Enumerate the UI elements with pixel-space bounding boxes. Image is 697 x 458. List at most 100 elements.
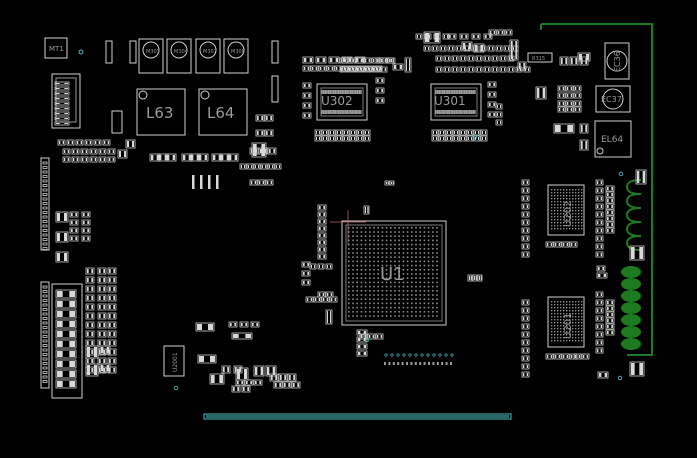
smd-part — [109, 269, 111, 273]
smd-part — [42, 188, 48, 192]
bga-ball — [356, 239, 358, 242]
smd-part — [457, 137, 458, 140]
bga-ball — [394, 306, 396, 309]
u1-label: U1 — [380, 264, 405, 285]
smd-part — [461, 131, 462, 134]
smd-part — [332, 110, 335, 114]
smd-part — [255, 381, 257, 384]
smd-part — [107, 267, 117, 275]
smd-part — [445, 129, 453, 136]
smd-part — [375, 77, 385, 84]
bga-ball — [394, 239, 396, 242]
smd-part — [349, 68, 351, 71]
bga-ball — [415, 260, 417, 263]
smd-part — [69, 311, 75, 317]
smd-part — [438, 90, 440, 94]
smd-part — [291, 381, 301, 389]
smd-part — [557, 207, 559, 209]
smd-part — [489, 83, 491, 86]
bga-ball — [398, 260, 400, 263]
smd-part — [75, 139, 84, 146]
smd-part — [42, 312, 48, 316]
smd-part — [436, 137, 437, 140]
smd-part — [55, 359, 77, 369]
bga-ball — [394, 302, 396, 305]
smd-part — [578, 301, 580, 303]
smd-part — [581, 325, 583, 327]
smd-part — [234, 323, 236, 326]
bga-ball — [377, 269, 379, 271]
smd-part — [551, 210, 553, 212]
smd-part — [337, 131, 338, 134]
smd-part — [579, 139, 589, 151]
smd-part — [231, 332, 253, 340]
smd-part — [526, 181, 528, 184]
smd-part — [399, 65, 402, 69]
smd-part — [521, 187, 530, 194]
smd-part — [443, 131, 444, 134]
bga-ball — [364, 294, 367, 296]
bga-ball — [394, 277, 396, 279]
smd-part — [321, 296, 330, 303]
bga-ball — [373, 260, 375, 263]
bga-ball — [369, 260, 371, 263]
bga-ball — [348, 294, 350, 296]
smd-part — [554, 310, 556, 312]
bead-side-parts — [105, 40, 279, 134]
smd-part — [377, 79, 379, 82]
smd-part — [569, 334, 571, 336]
bga-ball — [402, 290, 405, 292]
smd-part — [271, 375, 273, 380]
smd-part — [578, 210, 580, 212]
bga-ball — [377, 290, 379, 292]
smd-part — [113, 314, 115, 318]
smd-part — [303, 272, 305, 275]
smd-part — [91, 278, 93, 282]
smd-part — [473, 129, 481, 136]
smd-part — [368, 68, 370, 71]
smd-part — [472, 68, 473, 71]
bga-ball — [369, 248, 371, 250]
smd-part — [597, 253, 599, 256]
smd-part — [560, 216, 562, 218]
smd-part — [381, 99, 383, 102]
smd-part — [55, 379, 77, 389]
smd-part — [54, 96, 70, 101]
bga-ball — [423, 227, 426, 229]
smd-part — [319, 220, 321, 223]
smd-part — [264, 114, 274, 122]
smd-part — [302, 102, 312, 109]
bga-ball — [373, 311, 375, 313]
bga-ball — [369, 311, 371, 313]
smd-part — [274, 163, 282, 170]
smd-part — [563, 310, 565, 312]
smd-part — [560, 301, 562, 303]
smd-part — [270, 116, 272, 120]
smd-part — [572, 204, 574, 206]
smd-part — [327, 90, 330, 94]
smd-part — [325, 263, 333, 270]
smd-part — [237, 387, 239, 391]
smd-part — [499, 66, 507, 73]
smd-part — [316, 137, 317, 140]
smd-part — [119, 151, 121, 157]
smd-part — [581, 316, 583, 318]
bga-ball — [398, 315, 400, 317]
smd-part — [569, 313, 571, 315]
smd-part — [575, 222, 577, 224]
smd-part — [347, 137, 348, 140]
bga-ball — [419, 311, 421, 313]
smd-part — [569, 216, 571, 218]
smd-part — [560, 316, 562, 318]
smd-part — [605, 203, 615, 210]
smd-part — [87, 287, 89, 291]
bga-ball — [423, 290, 426, 292]
smd-part — [551, 192, 553, 194]
smd-part — [64, 83, 68, 84]
smd-part — [86, 141, 88, 144]
smd-part — [69, 235, 79, 242]
smd-part — [428, 47, 429, 50]
smd-part — [489, 93, 491, 96]
bead3-label: M307 — [203, 49, 217, 55]
bga-ball — [373, 264, 375, 267]
